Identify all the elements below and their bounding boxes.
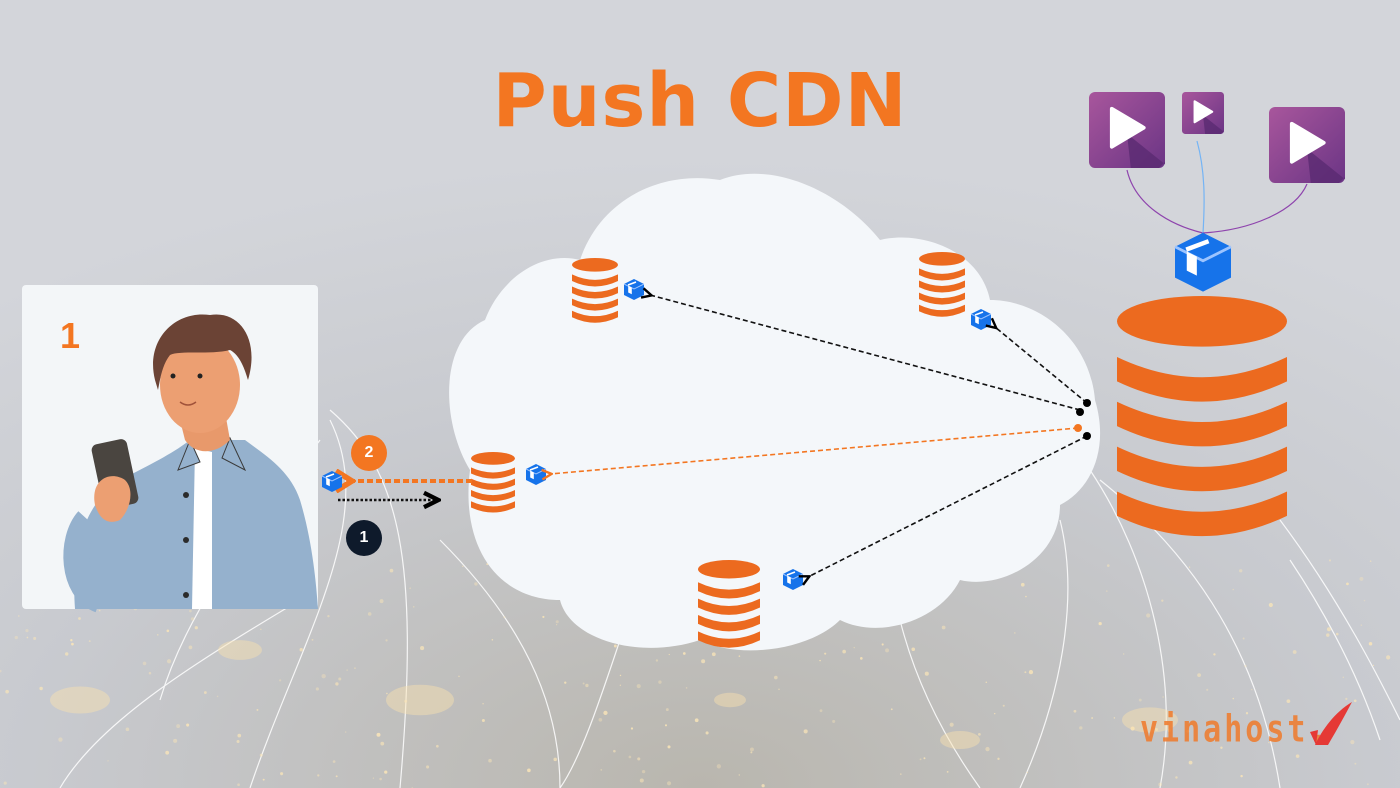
push-origin-dot bbox=[1083, 399, 1091, 407]
push-origin-dot bbox=[1076, 408, 1084, 416]
origin-server bbox=[1117, 296, 1287, 537]
edge-top-left-database-icon bbox=[572, 258, 618, 323]
origin-database-icon bbox=[1117, 296, 1287, 537]
video-play-icon bbox=[1182, 92, 1224, 134]
edge-left-database-icon bbox=[471, 452, 515, 513]
video-play-icon bbox=[1269, 107, 1345, 183]
request-step-badge: 1 bbox=[346, 520, 382, 556]
video-content bbox=[1089, 92, 1345, 183]
user-flow-arrows bbox=[321, 471, 472, 500]
video-play-icon bbox=[1089, 92, 1165, 168]
vinahost-logo: vinahost. bbox=[1140, 707, 1330, 752]
edge-bottom-database-icon bbox=[698, 560, 760, 648]
push-line-top-left bbox=[650, 295, 1081, 411]
edge-servers bbox=[471, 252, 992, 648]
push-arrows bbox=[550, 295, 1091, 577]
push-line-left bbox=[550, 427, 1079, 474]
push-line-bottom bbox=[808, 435, 1088, 577]
user-illustration bbox=[63, 314, 318, 613]
push-line-top-right bbox=[995, 327, 1088, 404]
push-origin-dot bbox=[1074, 424, 1082, 432]
vinahost-logo-mark bbox=[1310, 702, 1352, 745]
push-origin-dot bbox=[1083, 432, 1091, 440]
origin-content-links bbox=[1126, 140, 1308, 234]
page-title: Push CDN bbox=[492, 58, 908, 144]
response-step-badge: 2 bbox=[351, 435, 387, 471]
user-step-label: 1 bbox=[60, 315, 81, 356]
edge-top-right-database-icon bbox=[919, 252, 965, 317]
